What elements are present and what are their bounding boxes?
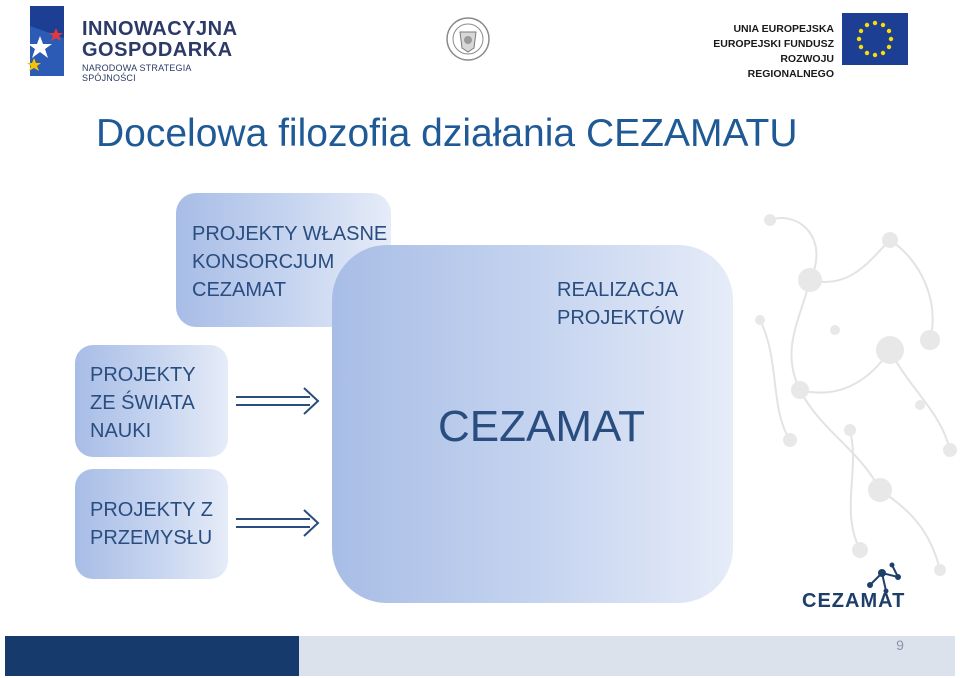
science-projects-text: PROJEKTY ZE ŚWIATA NAUKI: [90, 361, 196, 445]
science-line1: PROJEKTY: [90, 364, 196, 386]
university-seal-icon: [446, 17, 490, 61]
footer-dark-bar: [5, 636, 299, 676]
industry-line2: PRZEMYSŁU: [90, 527, 213, 549]
own-projects-text: PROJEKTY WŁASNE KONSORCJUM CEZAMAT: [192, 220, 387, 304]
cezamat-main-box: [332, 245, 733, 603]
cezamat-main-label: CEZAMAT: [438, 402, 645, 451]
page-title: Docelowa filozofia działania CEZAMATU: [96, 112, 798, 155]
eu-text-line3: ROZWOJU REGIONALNEGO: [747, 53, 834, 80]
realization-line2: PROJEKTÓW: [557, 307, 684, 329]
ig-logo-line3: NARODOWA STRATEGIA SPÓJNOŚCI: [82, 63, 192, 83]
industry-projects-text: PROJEKTY Z PRZEMYSŁU: [90, 496, 213, 552]
innowacyjna-gospodarka-logo: INNOWACYJNA GOSPODARKA NARODOWA STRATEGI…: [24, 6, 237, 83]
own-projects-line1: PROJEKTY WŁASNE: [192, 223, 388, 245]
own-projects-line3: CEZAMAT: [192, 279, 287, 301]
science-projects-box: PROJEKTY ZE ŚWIATA NAUKI: [75, 345, 228, 457]
ig-logo-line1: INNOWACYJNA: [82, 18, 238, 40]
science-line3: NAUKI: [90, 420, 152, 442]
network-background-icon: [755, 214, 957, 576]
industry-projects-box: PROJEKTY Z PRZEMYSŁU: [75, 469, 228, 579]
industry-line1: PROJEKTY Z: [90, 499, 213, 521]
science-line2: ZE ŚWIATA: [90, 392, 195, 414]
double-arrow-right-icon: [236, 509, 320, 537]
project-realization-caption: REALIZACJA PROJEKTÓW: [557, 276, 684, 332]
ig-flag-icon: [27, 6, 64, 76]
eu-flag-icon: [842, 13, 908, 65]
realization-line1: REALIZACJA: [557, 279, 679, 301]
ig-logo-line2: GOSPODARKA: [82, 39, 233, 61]
double-arrow-right-icon: [236, 387, 320, 415]
footer-light-bar: [299, 636, 955, 676]
eu-text-line1: UNIA EUROPEJSKA: [733, 23, 834, 35]
eu-text-line2: EUROPEJSKI FUNDUSZ: [713, 38, 834, 50]
cezamat-logo-text: CEZAMAT: [802, 590, 905, 612]
page-number: 9: [896, 637, 904, 653]
cezamat-logo: CEZAMAT: [802, 562, 905, 612]
eu-logo-text: UNIA EUROPEJSKA EUROPEJSKI FUNDUSZ ROZWO…: [700, 22, 834, 82]
own-projects-line2: KONSORCJUM: [192, 251, 335, 273]
